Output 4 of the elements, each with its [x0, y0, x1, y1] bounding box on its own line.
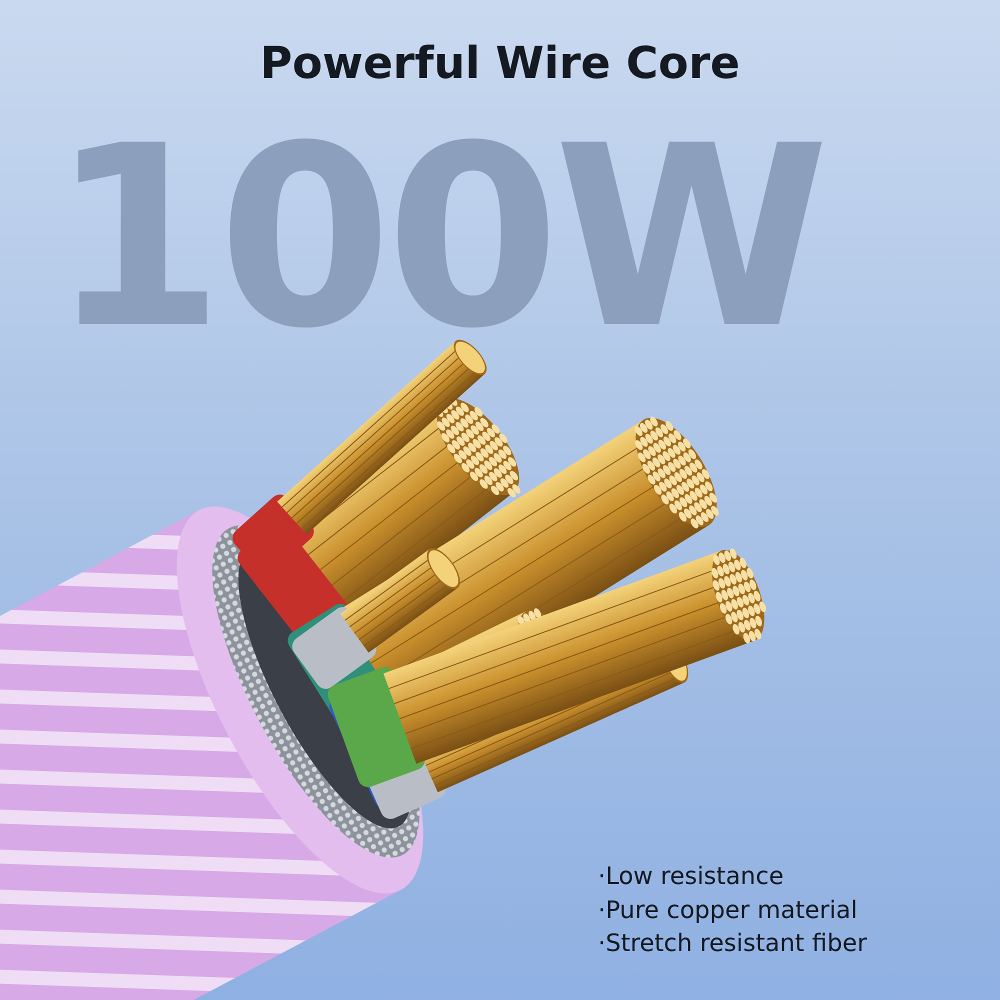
- feature-text: ·Low resistance: [598, 862, 784, 890]
- title: Powerful Wire Core: [258, 38, 742, 89]
- feature-text: ·Stretch resistant fiber: [598, 929, 867, 957]
- feature-text: ·Pure copper material: [598, 896, 858, 924]
